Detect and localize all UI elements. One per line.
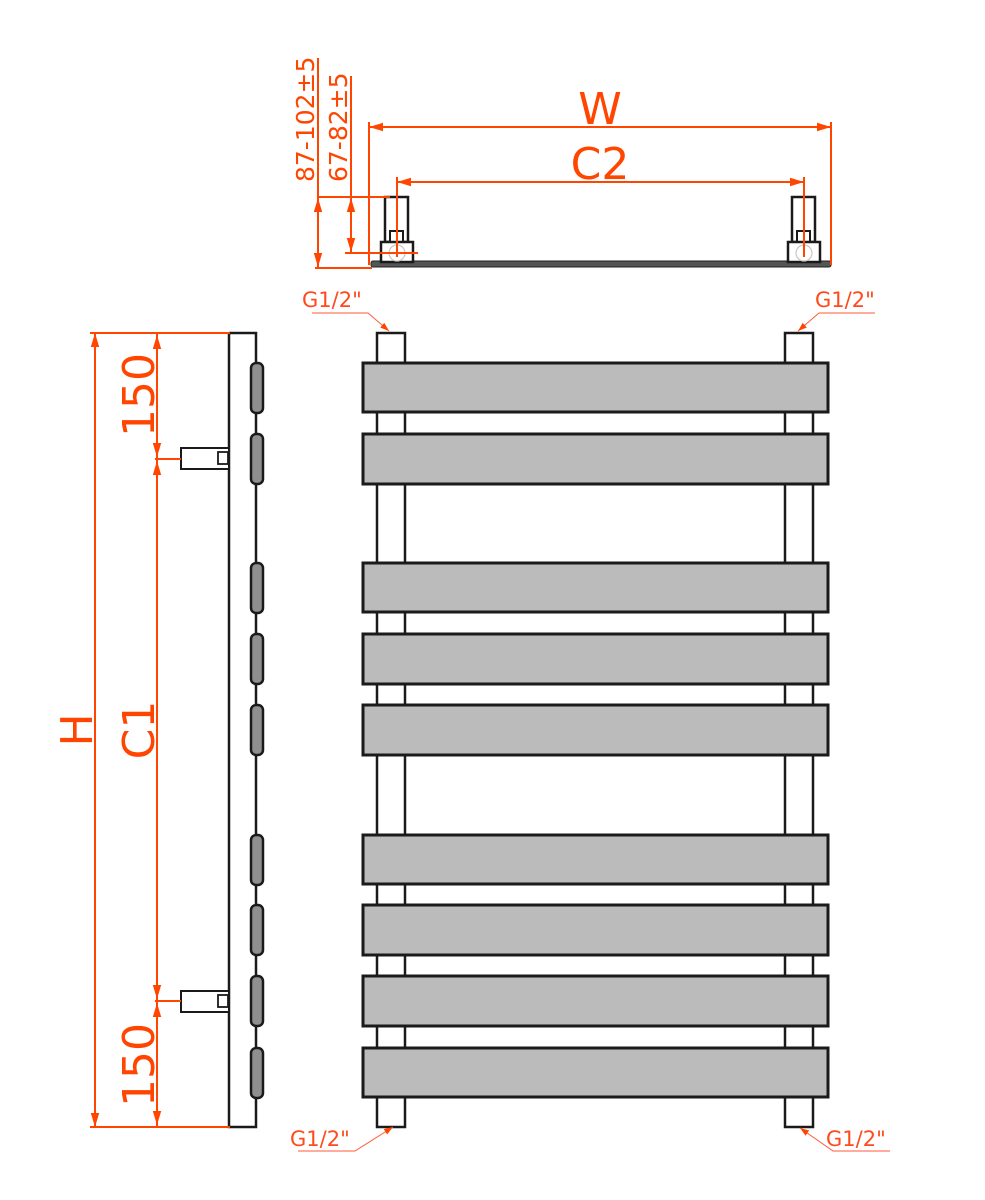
connection-top-left: G1/2": [302, 288, 390, 332]
top-view-base-plate: [370, 260, 832, 268]
connection-label: G1/2": [302, 288, 362, 312]
label-w: W: [578, 84, 622, 135]
dimension-c2: C2: [396, 139, 805, 257]
bar-2: [361, 432, 830, 486]
connection-top-right: G1/2": [797, 288, 875, 332]
dimension-c1-chain: 150 C1 150: [114, 333, 181, 1127]
connection-label: G1/2": [826, 1127, 886, 1151]
bar-9: [361, 1046, 830, 1099]
label-top-offset: 150: [114, 353, 165, 437]
label-bottom-offset: 150: [114, 1023, 165, 1107]
side-view: H 150 C1 150: [52, 331, 265, 1129]
dimension-h: H: [52, 332, 230, 1128]
bar-6: [361, 833, 830, 886]
label-c2: C2: [571, 139, 630, 190]
side-view-bottom-connection: [180, 990, 230, 1013]
connection-bottom-left: G1/2": [290, 1126, 394, 1152]
top-view: W C2 87-102±5 67-82±5: [291, 57, 832, 269]
bar-1: [361, 361, 830, 414]
connection-bottom-right: G1/2": [799, 1127, 890, 1152]
side-view-fins: [249, 361, 265, 1100]
label-c1: C1: [114, 701, 165, 760]
side-view-body: [227, 331, 258, 1129]
label-wall-distance-max: 87-102±5: [291, 57, 320, 182]
dimension-w: W: [368, 84, 832, 265]
bar-7: [361, 903, 830, 957]
front-view: G1/2" G1/2" G1/2" G1/2": [290, 288, 890, 1152]
label-h: H: [52, 713, 103, 746]
dimension-wall-distance: 87-102±5 67-82±5: [291, 57, 418, 269]
bar-5: [361, 703, 830, 757]
side-view-top-connection: [180, 447, 230, 470]
front-view-bars: [361, 361, 830, 1099]
label-wall-distance-pipe: 67-82±5: [324, 73, 353, 183]
bar-3: [361, 561, 830, 614]
connection-label: G1/2": [290, 1127, 350, 1151]
bar-4: [361, 632, 830, 686]
connection-label: G1/2": [815, 288, 875, 312]
bar-8: [361, 974, 830, 1028]
